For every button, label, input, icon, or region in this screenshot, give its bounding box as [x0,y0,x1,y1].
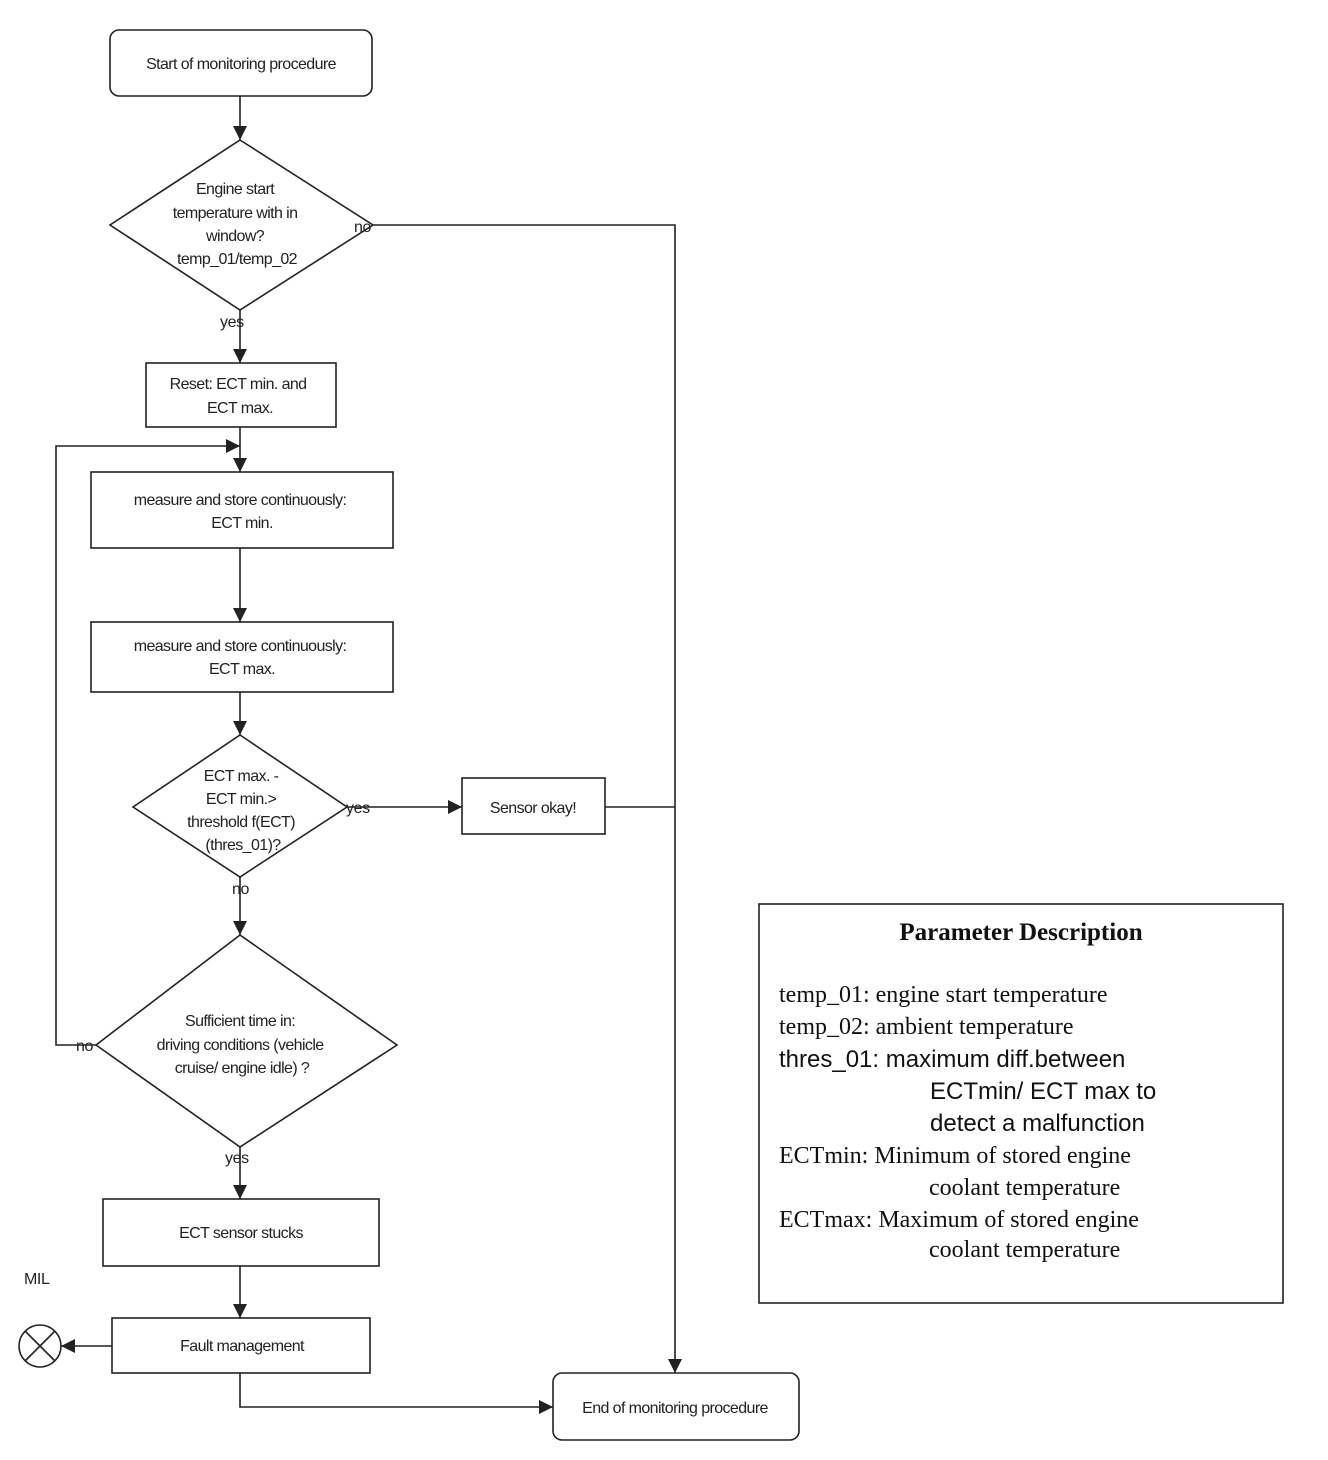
parameter-line-temp01: temp_01: engine start temperature [779,982,1108,1008]
mil-lamp-icon [18,1324,62,1368]
decision-time-label: Sufficient time in: driving conditions (… [157,1013,328,1077]
edge-label-temp-no: no [354,219,371,236]
edge-fault-to-end [239,1373,553,1408]
sensor-okay-node [461,777,606,835]
edge-label-temp-yes: yes [220,314,244,331]
reset-node [145,362,337,428]
parameter-line-thres01-cont1: ECTmin/ ECT max to [930,1078,1156,1105]
decision-difference-label: ECT max. - ECT min.> threshold f(ECT) (t… [187,768,299,854]
parameter-description-box [758,903,1284,1304]
sensor-stuck-label: ECT sensor stucks [179,1225,303,1242]
edge-temp-no-to-end [373,224,676,1373]
decision-temperature-label: Engine start temperature with in window?… [173,181,302,268]
parameter-line-ectmin-cont: coolant temperature [929,1175,1120,1201]
start-label: Start of monitoring procedure [146,56,337,73]
edge-label-diff-no: no [232,881,249,898]
decision-temperature-window [108,139,375,311]
sensor-stuck-node [102,1198,380,1267]
edges [55,96,676,1408]
parameter-line-thres01-cont2: detect a malfunction [930,1110,1145,1137]
edge-label-time-no: no [76,1038,93,1055]
edge-label-time-yes: yes [225,1150,249,1167]
fault-management-label: Fault management [180,1338,305,1355]
parameter-line-ectmax-cont: coolant temperature [929,1237,1120,1263]
parameter-line-ectmax: ECTmax: Maximum of stored engine [779,1207,1139,1233]
parameter-line-ectmin: ECTmin: Minimum of stored engine [779,1143,1131,1169]
parameter-description-title: Parameter Description [899,919,1142,946]
measure-max-label: measure and store continuously: ECT max. [134,638,351,678]
parameter-line-thres01: thres_01: maximum diff.between [779,1046,1125,1073]
mil-label: MIL [24,1271,50,1288]
measure-min-node [90,471,394,549]
measure-min-label: measure and store continuously: ECT min. [134,492,351,532]
measure-max-node [90,621,394,693]
end-label: End of monitoring procedure [582,1400,768,1417]
reset-label: Reset: ECT min. and ECT max. [170,376,311,417]
edge-time-no-loop [55,445,240,1046]
start-node [109,29,373,97]
fault-management-node [111,1317,371,1374]
parameter-line-temp02: temp_02: ambient temperature [779,1014,1074,1040]
arrowheads [61,126,682,1414]
sensor-okay-label: Sensor okay! [490,800,576,817]
edge-label-diff-yes: yes [346,800,370,817]
